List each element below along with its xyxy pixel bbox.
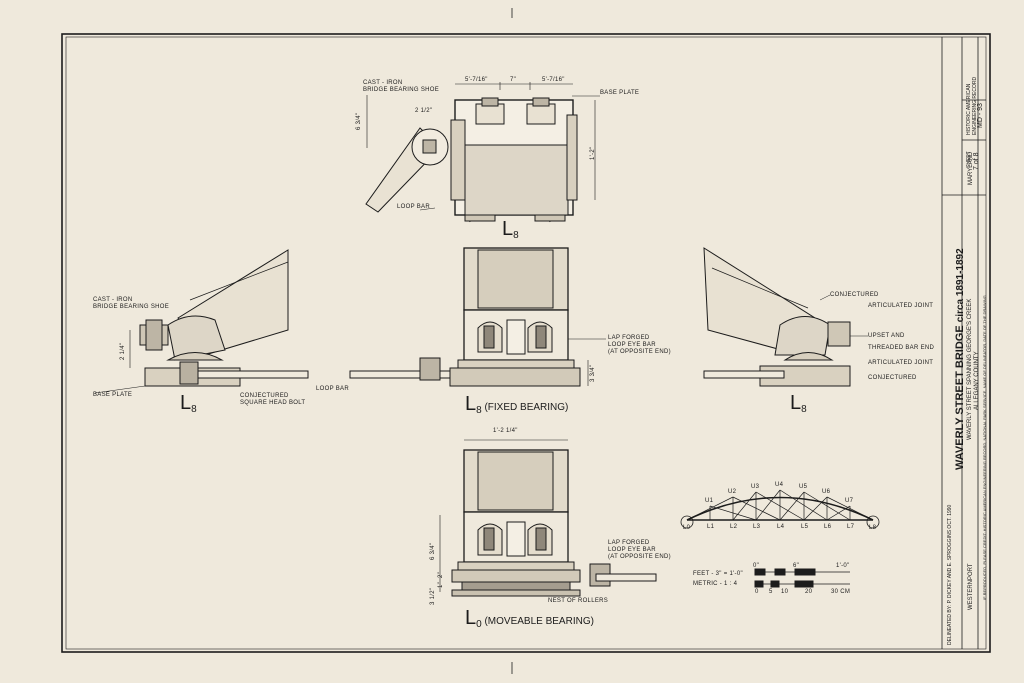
center-view-caption: L8 (FIXED BEARING) (465, 393, 569, 416)
top-dim-v1: 6 3/4" (356, 112, 362, 130)
truss-l1: L1 (707, 524, 715, 530)
top-view-caption: L8 (502, 218, 519, 241)
right-upset-label-2: THREADED BAR END (868, 345, 935, 351)
right-conj-label-2: CONJECTURED (868, 375, 917, 381)
bottom-dim-v2: 3 1/2" (430, 587, 436, 605)
truss-l3: L3 (753, 524, 761, 530)
bottom-eye-label-3: (AT OPPOSITE END) (608, 554, 671, 560)
truss-l8: L8 (869, 525, 877, 531)
left-bolt-label: CONJECTURED (240, 393, 289, 399)
top-dim-mid: 7" (510, 77, 517, 83)
right-conj-label: CONJECTURED (830, 292, 879, 298)
bottom-view-caption: L0 (MOVEABLE BEARING) (465, 607, 594, 630)
truss-l6: L6 (824, 524, 832, 530)
left-bolt-label-2: SQUARE HEAD BOLT (240, 400, 306, 406)
scale-feet-0: 0" (753, 563, 760, 569)
right-art-label: ARTICULATED JOINT (868, 303, 934, 309)
truss-l4: L4 (777, 524, 785, 530)
truss-l0: L0 (683, 525, 691, 531)
right-view-drawing (703, 247, 868, 387)
center-eye-label-2: LOOP EYE BAR (608, 342, 656, 348)
scale-metric-20: 20 (805, 589, 813, 595)
truss-u2: U2 (728, 489, 737, 495)
top-dim-right: 5'-7/16" (542, 77, 565, 83)
left-loop-bar-label: LOOP BAR (316, 386, 349, 392)
scale-metric-label: METRIC - 1 : 4 (693, 581, 738, 587)
center-view-drawing (349, 247, 606, 387)
center-eye-label-3: (AT OPPOSITE END) (608, 349, 671, 355)
bottom-dim-v3: 1" (438, 581, 444, 588)
right-art-label-2: ARTICULATED JOINT (868, 360, 934, 366)
left-base-plate-label: BASE PLATE (93, 392, 133, 398)
truss-l7: L7 (847, 524, 855, 530)
top-dim-v3: 1'-2" (590, 146, 596, 160)
haer-number: MD - 93 (977, 103, 984, 128)
title-line-3: ALLEGANY COUNTY (974, 351, 980, 410)
top-base-plate-label: BASE PLATE (600, 90, 640, 96)
bottom-eye-label: LAP FORGED (608, 540, 650, 546)
bottom-dim-v1: 6 3/4" (430, 542, 436, 560)
scale-metric-5: 5 (769, 589, 773, 595)
reproduction-notice: IF REPRODUCED, PLEASE CREDIT: HISTORIC A… (982, 295, 987, 600)
truss-u7: U7 (845, 498, 854, 504)
outer-border (61, 33, 991, 653)
top-dim-left: 5'-7/16" (465, 77, 488, 83)
left-shoe-label-2: BRIDGE BEARING SHOE (93, 304, 170, 310)
scale-feet-6: 6" (793, 563, 800, 569)
bottom-view-drawing (439, 439, 657, 597)
scale-metric-30: 30 CM (831, 589, 851, 595)
bottom-dim-top: 1'-2 1/4" (493, 428, 518, 434)
left-view-caption: L8 (180, 392, 197, 415)
center-eye-label: LAP FORGED (608, 335, 650, 341)
inner-border (65, 36, 987, 650)
title-city: WESTERNPORT (968, 563, 974, 610)
sheet-label: SHEET (966, 151, 972, 168)
title-text: WAVERLY STREET BRIDGE circa 1891-1892 (954, 248, 966, 470)
left-shoe-label: CAST - IRON (93, 297, 133, 303)
bottom-rollers-label: NEST OF ROLLERS (548, 598, 609, 604)
top-loop-bar-label: LOOP BAR (397, 204, 430, 210)
scale-metric-0: 0 (755, 589, 759, 595)
scale-metric-10: 10 (781, 589, 789, 595)
sheet-number: 7 of 8 (973, 152, 980, 170)
credit-line: DELINEATED BY: P. DICKEY AND E. SPROGGIN… (947, 504, 953, 645)
scale-feet-label: FEET - 3" = 1'-0" (693, 571, 743, 577)
left-dim: 2 1/4" (120, 342, 126, 360)
center-dim: 3 3/4" (590, 364, 596, 382)
right-upset-label: UPSET AND (868, 333, 905, 339)
bottom-dim-v4: 2" (438, 571, 444, 578)
truss-u6: U6 (822, 489, 831, 495)
top-dim-v2: 2 1/2" (415, 108, 433, 114)
title-block-frame (941, 37, 986, 649)
scale-feet-12: 1'-0" (836, 563, 850, 569)
top-shoe-label-2: BRIDGE BEARING SHOE (363, 87, 440, 93)
truss-l5: L5 (801, 524, 809, 530)
right-view-caption: L8 (790, 392, 807, 415)
truss-l2: L2 (730, 524, 738, 530)
truss-elevation (680, 489, 880, 588)
truss-u1: U1 (705, 498, 714, 504)
top-view-drawing (365, 82, 600, 223)
truss-u5: U5 (799, 484, 808, 490)
truss-u3: U3 (751, 484, 760, 490)
top-shoe-label: CAST - IRON (363, 80, 403, 86)
left-view-drawing (94, 249, 309, 394)
truss-u4: U4 (775, 482, 784, 488)
title-line-2: WAVERLY STREET SPANNING GEORGE'S CREEK (967, 298, 973, 440)
bottom-eye-label-2: LOOP EYE BAR (608, 547, 656, 553)
